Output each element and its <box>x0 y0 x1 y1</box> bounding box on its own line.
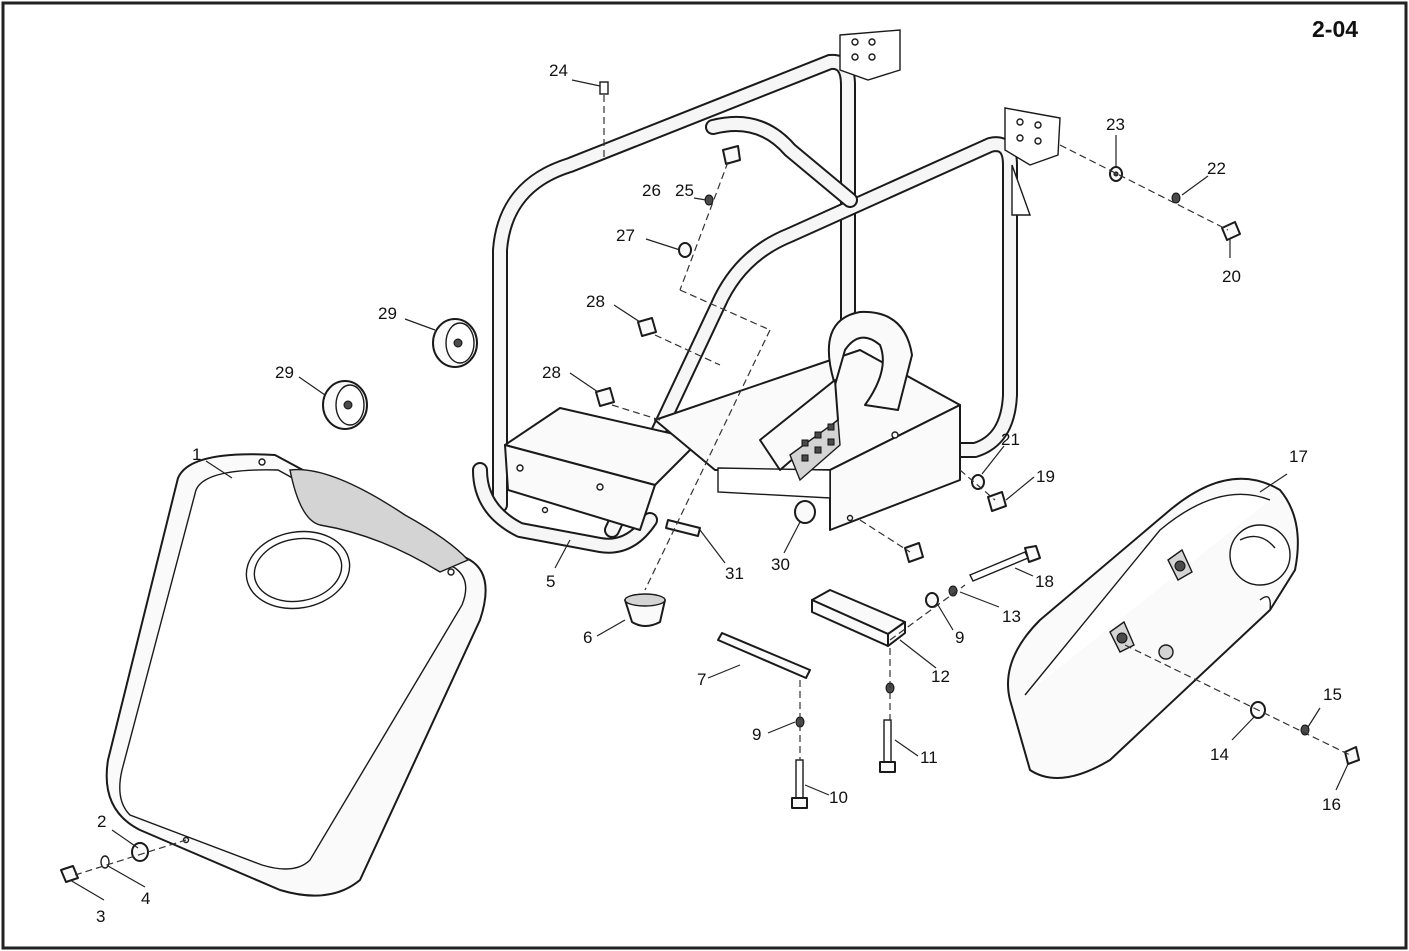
callout-20: 20 <box>1222 267 1241 286</box>
callout-9a: 9 <box>752 725 761 744</box>
assembly-lines <box>74 95 1351 876</box>
callout-labels: 1 2 3 4 5 6 7 9 10 9 11 12 13 18 19 21 1… <box>96 61 1342 926</box>
callout-10: 10 <box>829 788 848 807</box>
callout-19: 19 <box>1036 467 1055 486</box>
callout-2: 2 <box>97 812 106 831</box>
callout-15: 15 <box>1323 685 1342 704</box>
callout-29a: 29 <box>378 304 397 323</box>
callout-17: 17 <box>1289 447 1308 466</box>
callout-6: 6 <box>583 628 592 647</box>
callout-23: 23 <box>1106 115 1125 134</box>
callout-13: 13 <box>1002 607 1021 626</box>
belt-cover <box>1007 477 1299 779</box>
callout-4: 4 <box>141 889 150 908</box>
callout-3: 3 <box>96 907 105 926</box>
callout-26: 26 <box>642 181 661 200</box>
callout-9b: 9 <box>955 628 964 647</box>
leader-lines <box>69 79 1349 901</box>
cover-boss-upper <box>1167 548 1193 581</box>
callout-21: 21 <box>1001 430 1020 449</box>
callout-7: 7 <box>697 670 706 689</box>
callout-28b: 28 <box>542 363 561 382</box>
callout-28a: 28 <box>586 292 605 311</box>
cover-boss-lower <box>1109 620 1135 653</box>
callout-1: 1 <box>192 445 201 464</box>
callout-29b: 29 <box>275 363 294 382</box>
callout-30: 30 <box>771 555 790 574</box>
callout-5: 5 <box>546 572 555 591</box>
callout-22: 22 <box>1207 159 1226 178</box>
callout-24: 24 <box>549 61 568 80</box>
callout-25: 25 <box>675 181 694 200</box>
hardware <box>60 81 1360 883</box>
callout-16: 16 <box>1322 795 1341 814</box>
belt-guard-shroud <box>105 453 487 897</box>
lifting-bracket <box>759 310 913 482</box>
handle-frame <box>472 29 1061 554</box>
callout-27: 27 <box>616 226 635 245</box>
sheet-number: 2-04 <box>1312 16 1358 42</box>
callout-18: 18 <box>1035 572 1054 591</box>
callout-11: 11 <box>920 748 938 767</box>
callout-14: 14 <box>1210 745 1229 764</box>
callout-31: 31 <box>725 564 744 583</box>
callout-12: 12 <box>931 667 950 686</box>
